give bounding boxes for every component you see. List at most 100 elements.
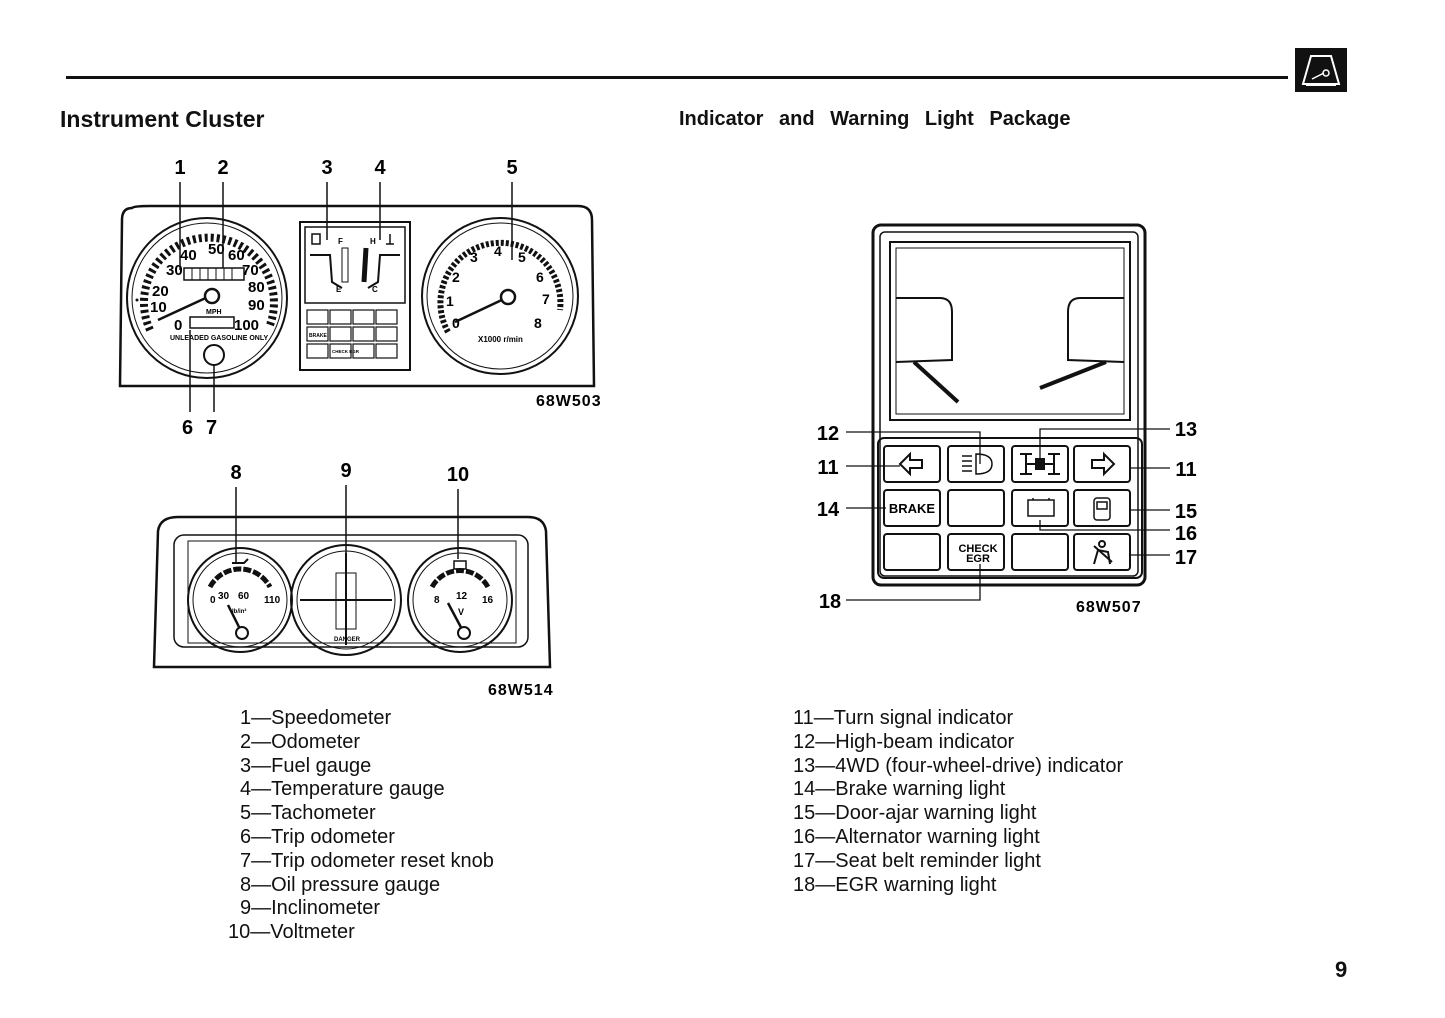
callout-1: 1 — [174, 157, 185, 179]
callout-10: 10 — [447, 464, 469, 486]
list-item: 7—Trip odometer reset knob — [240, 849, 494, 872]
svg-text:CHECK EGR: CHECK EGR — [332, 349, 360, 354]
svg-text:E: E — [336, 285, 342, 294]
svg-text:0: 0 — [174, 317, 182, 334]
callout-16: 16 — [1175, 523, 1197, 545]
svg-text:F: F — [338, 237, 343, 246]
svg-text:6: 6 — [536, 269, 544, 285]
callout-4: 4 — [374, 157, 386, 179]
turn-right-icon — [1091, 451, 1116, 477]
svg-text:10: 10 — [150, 299, 167, 316]
list-item: 2—Odometer — [240, 730, 361, 753]
svg-text:0: 0 — [452, 315, 460, 331]
list-item: 8—Oil pressure gauge — [240, 873, 441, 896]
callout-17: 17 — [1175, 547, 1197, 569]
inclinometer: DANGER — [290, 544, 402, 656]
callout-9: 9 — [340, 460, 351, 482]
seat-belt-icon — [1093, 540, 1113, 565]
instrument-cluster-title: Instrument Cluster — [60, 106, 265, 132]
battery-icon — [453, 560, 467, 570]
svg-text:8: 8 — [434, 595, 440, 606]
brake-label: BRAKE — [889, 501, 936, 516]
list-item: 3—Fuel gauge — [240, 754, 372, 777]
speedometer: 40 50 60 30 70 20 80 10 90 0 100 MPH UNL… — [126, 217, 288, 379]
list-item: 14—Brake warning light — [793, 778, 1006, 801]
list-item: 16—Alternator warning light — [793, 825, 1040, 848]
svg-text:C: C — [372, 285, 378, 294]
callout-2: 2 — [217, 157, 228, 179]
callout-18: 18 — [819, 591, 841, 613]
svg-text:V: V — [458, 607, 464, 617]
callout-12: 12 — [817, 423, 839, 445]
svg-text:MPH: MPH — [206, 309, 222, 316]
callout-13: 13 — [1175, 419, 1197, 441]
legend-right: 11—Turn signal indicator 12—High-beam in… — [793, 707, 1123, 897]
voltmeter: 8 12 16 V — [407, 547, 513, 653]
svg-text:80: 80 — [248, 279, 265, 296]
4wd-icon — [1020, 453, 1060, 475]
list-item: 4—Temperature gauge — [240, 778, 445, 801]
svg-text:0: 0 — [210, 595, 216, 606]
list-item: 11—Turn signal indicator — [793, 707, 1014, 729]
list-item: 1—Speedometer — [240, 707, 392, 729]
list-item: 12—High-beam indicator — [793, 730, 1015, 753]
svg-text:110: 110 — [264, 595, 281, 606]
list-item: 17—Seat belt reminder light — [793, 849, 1041, 872]
svg-text:68W507: 68W507 — [1076, 599, 1142, 616]
callout-5: 5 — [506, 157, 517, 179]
warning-package-title: Indicator and Warning Light Package — [679, 108, 1071, 130]
fuel-pump-icon — [311, 233, 321, 245]
warning-light-package-diagram: BRAKE CHECK EGR 12 11 14 18 13 11 15 16 … — [817, 223, 1197, 616]
callout-7: 7 — [206, 417, 217, 439]
svg-text:3: 3 — [470, 249, 478, 265]
page-number: 9 — [1335, 957, 1348, 982]
egr-label-egr: EGR — [966, 553, 990, 565]
svg-text:50: 50 — [208, 241, 225, 258]
auxiliary-gauges-diagram: 8 9 10 0 30 60 110 lb/in² DANGER 8 12 16… — [152, 460, 554, 699]
callout-8: 8 — [230, 462, 241, 484]
svg-text:BRAKE: BRAKE — [309, 333, 327, 339]
svg-text:X1000 r/min: X1000 r/min — [478, 335, 523, 344]
instrument-cluster-diagram: 1 2 3 4 5 40 50 60 30 70 20 80 10 90 0 1… — [118, 157, 602, 439]
svg-text:20: 20 — [152, 283, 169, 300]
svg-text:2: 2 — [452, 269, 460, 285]
tachometer: 0 1 2 3 4 5 6 7 8 X1000 r/min — [421, 217, 579, 375]
svg-text:68W514: 68W514 — [488, 682, 554, 699]
gauge-icon — [1295, 48, 1347, 92]
svg-text:8: 8 — [534, 315, 542, 331]
high-beam-icon — [962, 453, 993, 475]
svg-text:100: 100 — [234, 317, 259, 334]
svg-text:30: 30 — [166, 262, 183, 279]
svg-text:7: 7 — [542, 291, 550, 307]
svg-text:DANGER: DANGER — [334, 637, 361, 643]
callout-15: 15 — [1175, 501, 1197, 523]
svg-text:68W503: 68W503 — [536, 393, 602, 410]
svg-text:1: 1 — [446, 293, 454, 309]
svg-text:60: 60 — [228, 247, 245, 264]
callout-6: 6 — [182, 417, 193, 439]
callout-3: 3 — [321, 157, 332, 179]
oil-pressure-gauge: 0 30 60 110 lb/in² — [187, 547, 293, 653]
list-item: 5—Tachometer — [240, 802, 376, 825]
list-item: 18—EGR warning light — [793, 873, 997, 896]
svg-text:16: 16 — [482, 595, 494, 606]
legend-left: 1—Speedometer 2—Odometer 3—Fuel gauge 4—… — [228, 707, 494, 945]
list-item: 10—Voltmeter — [228, 921, 355, 944]
svg-text:70: 70 — [242, 262, 259, 279]
svg-text:40: 40 — [180, 247, 197, 264]
svg-text:30: 30 — [218, 591, 230, 602]
svg-text:12: 12 — [456, 591, 468, 602]
list-item: 15—Door-ajar warning light — [793, 802, 1037, 825]
svg-text:90: 90 — [248, 297, 265, 314]
door-ajar-icon — [1093, 497, 1111, 521]
list-item: 6—Trip odometer — [240, 825, 395, 848]
turn-left-icon — [898, 451, 923, 477]
list-item: 9—Inclinometer — [240, 897, 381, 920]
list-item: 13—4WD (four-wheel-drive) indicator — [793, 754, 1124, 777]
svg-text:H: H — [370, 237, 376, 246]
header-rule — [66, 76, 1288, 79]
fuel-temp-module: F E H C BRAKE CHECK EGR — [299, 221, 411, 371]
oil-can-icon — [232, 558, 249, 564]
thermometer-icon — [386, 234, 394, 245]
svg-text:4: 4 — [494, 243, 502, 259]
